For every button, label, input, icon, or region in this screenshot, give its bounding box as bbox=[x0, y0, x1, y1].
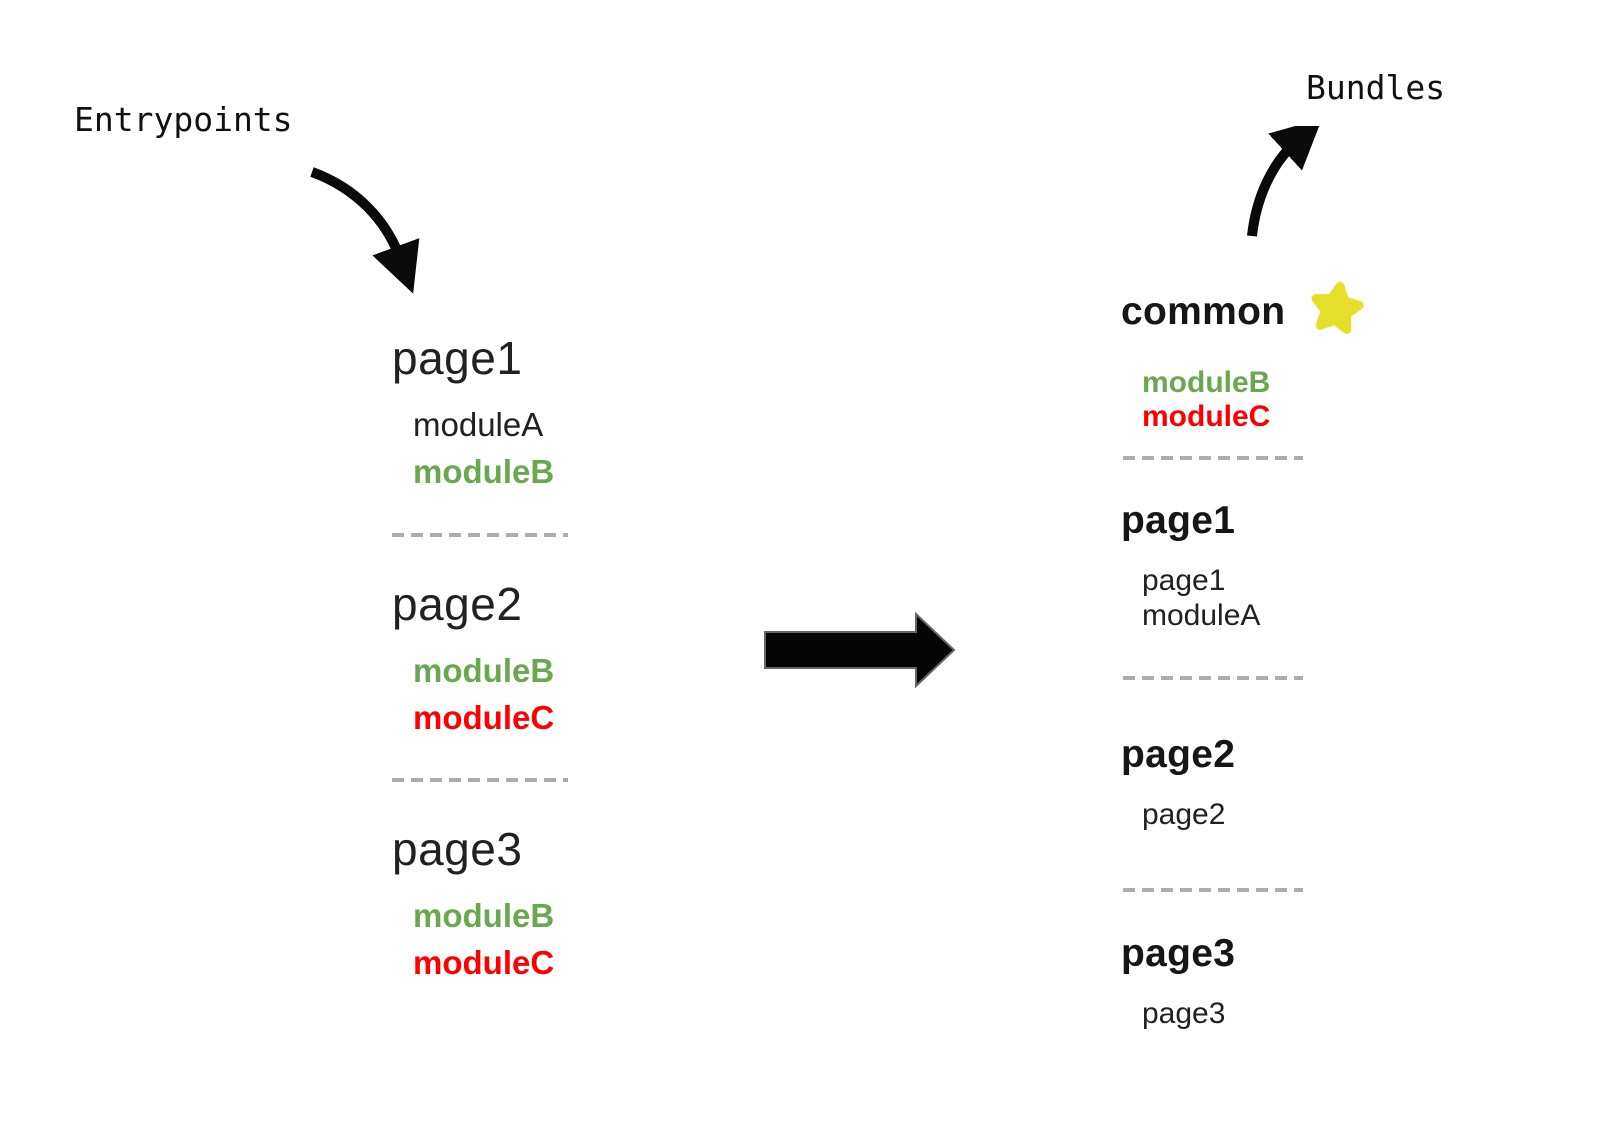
curved-arrow-down-right-icon bbox=[310, 167, 420, 294]
bundle-common-title-text: common bbox=[1121, 290, 1286, 333]
module-label: page3 bbox=[1142, 997, 1226, 1030]
entrypoint-page3-title: page3 bbox=[392, 823, 523, 875]
dashed-divider bbox=[392, 533, 568, 537]
module-label: moduleA bbox=[1142, 599, 1261, 633]
bundle-page1-title: page1 bbox=[1121, 499, 1260, 543]
bundle-page3-modules: page3 bbox=[1142, 996, 1235, 1031]
bundle-page1-title-text: page1 bbox=[1121, 499, 1236, 542]
entrypoint-page1: page1 moduleA moduleB bbox=[392, 331, 554, 496]
module-label: page1 bbox=[1142, 564, 1226, 597]
module-label: moduleB bbox=[1142, 366, 1271, 399]
dashed-divider bbox=[1123, 456, 1303, 460]
bundle-common: common moduleB moduleC bbox=[1121, 278, 1365, 433]
module-label: moduleC bbox=[1142, 399, 1271, 433]
entrypoint-page2: page2 moduleB moduleC bbox=[392, 577, 554, 742]
bundle-page3-title-text: page3 bbox=[1121, 932, 1236, 975]
module-label: moduleA bbox=[413, 406, 544, 443]
thick-arrow-right-icon bbox=[764, 611, 956, 689]
bundle-page3-title: page3 bbox=[1121, 932, 1235, 976]
module-label: moduleB bbox=[413, 897, 555, 934]
bundle-page2: page2 page2 bbox=[1121, 733, 1235, 832]
module-label: moduleC bbox=[413, 943, 555, 981]
bundle-page1-modules: page1 moduleA bbox=[1142, 563, 1260, 633]
entrypoint-page1-modules: moduleA moduleB bbox=[413, 402, 554, 496]
bundle-page2-title-text: page2 bbox=[1121, 733, 1236, 776]
module-label: moduleC bbox=[413, 698, 555, 736]
entrypoint-page2-title: page2 bbox=[392, 578, 523, 630]
entrypoint-page1-title: page1 bbox=[392, 332, 523, 384]
bundle-common-title: common bbox=[1121, 278, 1365, 346]
bundles-label: Bundles bbox=[1306, 68, 1446, 107]
curved-arrow-up-right-icon bbox=[1247, 126, 1323, 237]
star-icon bbox=[1302, 274, 1370, 350]
entrypoints-label: Entrypoints bbox=[74, 100, 293, 139]
module-label: page2 bbox=[1142, 798, 1226, 831]
dashed-divider bbox=[392, 778, 568, 782]
dashed-divider bbox=[1123, 676, 1303, 680]
module-label: moduleB bbox=[413, 652, 555, 689]
bundle-page1: page1 page1 moduleA bbox=[1121, 499, 1260, 633]
bundle-page2-modules: page2 bbox=[1142, 797, 1235, 832]
dashed-divider bbox=[1123, 888, 1303, 892]
entrypoint-page3: page3 moduleB moduleC bbox=[392, 822, 554, 987]
bundle-page2-title: page2 bbox=[1121, 733, 1235, 777]
bundle-common-modules: moduleB moduleC bbox=[1142, 366, 1365, 433]
entrypoint-page3-modules: moduleB moduleC bbox=[413, 893, 554, 987]
bundle-page3: page3 page3 bbox=[1121, 932, 1235, 1031]
module-label: moduleB bbox=[413, 452, 555, 490]
entrypoint-page2-modules: moduleB moduleC bbox=[413, 648, 554, 742]
